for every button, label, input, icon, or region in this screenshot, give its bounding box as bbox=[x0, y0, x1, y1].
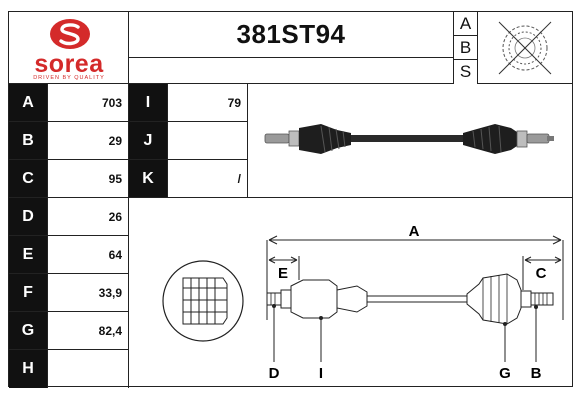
dim-letter-d: D bbox=[9, 198, 47, 236]
header-blank-cell bbox=[129, 58, 454, 84]
dim-value-c: 95 bbox=[47, 160, 129, 198]
diagram-label-d: D bbox=[269, 365, 280, 382]
abs-letter-a: A bbox=[454, 12, 477, 36]
drive-shaft-photo bbox=[264, 124, 554, 154]
dim-value-j bbox=[167, 122, 248, 160]
dim-value-g: 82,4 bbox=[47, 312, 129, 350]
abs-ring-crossed-icon bbox=[498, 21, 552, 75]
dim-letter-g: G bbox=[9, 312, 47, 350]
dim-value-b: 29 bbox=[47, 122, 129, 160]
dim-value-a: 703 bbox=[47, 84, 129, 122]
diagram-label-e: E bbox=[278, 265, 288, 282]
sorea-logo-mark bbox=[50, 19, 90, 49]
dim-letter-e: E bbox=[9, 236, 47, 274]
dimension-table-left: A 703 B 29 C 95 D 26 E 64 F 33,9 G 82,4 … bbox=[9, 84, 129, 388]
logo-area: sorea DRIVEN BY QUALITY bbox=[9, 12, 129, 84]
dim-value-h bbox=[47, 350, 129, 388]
diagram-label-i: I bbox=[319, 365, 323, 382]
drive-shaft-diagram: A E C D I G B bbox=[162, 223, 564, 382]
dim-letter-i: I bbox=[129, 84, 167, 122]
brand-tagline: DRIVEN BY QUALITY bbox=[33, 75, 105, 81]
diagram-label-b: B bbox=[531, 365, 542, 382]
abs-column: A B S bbox=[454, 12, 478, 84]
dim-value-i: 79 bbox=[167, 84, 248, 122]
dim-value-d: 26 bbox=[47, 198, 129, 236]
diagram-label-c: C bbox=[536, 265, 547, 282]
dim-letter-j: J bbox=[129, 122, 167, 160]
dim-letter-b: B bbox=[9, 122, 47, 160]
diagram-label-g: G bbox=[499, 365, 511, 382]
brand-name: sorea bbox=[34, 50, 104, 78]
dim-value-e: 64 bbox=[47, 236, 129, 274]
dim-letter-f: F bbox=[9, 274, 47, 312]
dim-letter-a: A bbox=[9, 84, 47, 122]
diagram-label-a: A bbox=[409, 223, 420, 240]
dim-value-k: / bbox=[167, 160, 248, 198]
row-k-blank bbox=[248, 160, 572, 198]
dim-value-f: 33,9 bbox=[47, 274, 129, 312]
part-number: 381ST94 bbox=[129, 12, 454, 58]
abs-letter-b: B bbox=[454, 36, 477, 60]
abs-letter-s: S bbox=[459, 62, 472, 81]
abs-ring-area bbox=[478, 12, 572, 84]
dim-letter-k: K bbox=[129, 160, 167, 198]
dim-letter-h: H bbox=[9, 350, 47, 388]
spec-sheet: sorea DRIVEN BY QUALITY 381ST94 A B S A … bbox=[8, 11, 573, 388]
dim-letter-c: C bbox=[9, 160, 47, 198]
